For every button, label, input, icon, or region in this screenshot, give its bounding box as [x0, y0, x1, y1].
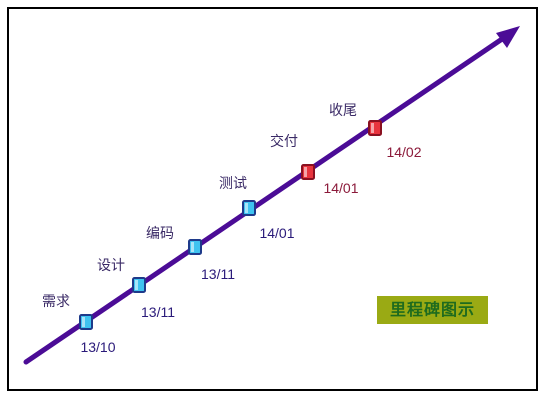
milestone-stage-label: 编码 — [146, 226, 174, 242]
milestone-6: 收尾 14/02 — [329, 103, 422, 160]
milestone-marker-highlight — [135, 280, 138, 290]
milestone-marker-highlight — [82, 317, 85, 327]
milestone-3: 编码 13/11 — [146, 226, 235, 282]
milestone-date-label: 14/02 — [386, 144, 421, 160]
milestones-layer: 需求 13/10 设计 13/11 编码 13/11 测试 14/01 交付 14/01 收尾 14/… — [42, 103, 422, 355]
milestone-stage-label: 测试 — [219, 176, 247, 192]
milestone-marker — [368, 120, 382, 136]
timeline-arrowhead — [496, 26, 520, 48]
milestone-date-label: 14/01 — [259, 225, 294, 241]
milestone-date-label: 13/10 — [80, 339, 115, 355]
milestone-1: 需求 13/10 — [42, 294, 116, 355]
milestone-marker-highlight — [304, 167, 307, 177]
timeline-arrow-line — [23, 34, 508, 365]
milestone-date-label: 13/11 — [141, 304, 175, 320]
milestone-stage-label: 需求 — [42, 294, 70, 310]
milestone-marker — [242, 200, 256, 216]
milestone-date-label: 13/11 — [201, 266, 235, 282]
milestone-2: 设计 13/11 — [97, 258, 175, 320]
milestone-marker-highlight — [245, 203, 248, 213]
milestone-marker-highlight — [371, 123, 374, 133]
milestone-marker — [79, 314, 93, 330]
milestone-marker — [188, 239, 202, 255]
milestone-stage-label: 收尾 — [329, 103, 357, 119]
milestone-marker — [132, 277, 146, 293]
diagram-frame — [7, 7, 538, 391]
milestone-marker-highlight — [191, 242, 194, 252]
milestone-date-label: 14/01 — [323, 180, 358, 196]
milestone-4: 测试 14/01 — [219, 176, 295, 241]
diagram-title: 里程碑图示 — [377, 296, 488, 324]
milestone-marker — [301, 164, 315, 180]
milestone-stage-label: 交付 — [270, 133, 298, 150]
milestone-stage-label: 设计 — [97, 258, 125, 274]
milestone-5: 交付 14/01 — [270, 133, 359, 196]
